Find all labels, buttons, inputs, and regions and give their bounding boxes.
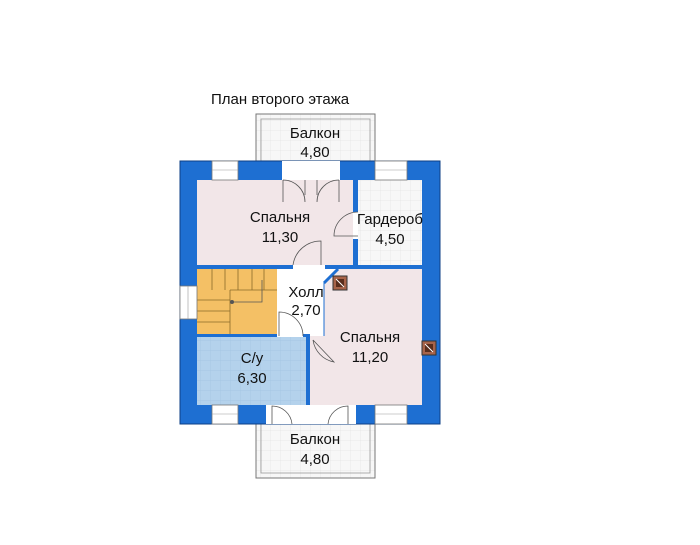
bedroom-door-bottom-swing (327, 405, 349, 425)
bedroom-right-door-swing (312, 339, 336, 363)
hall-area: 2,70 (291, 302, 320, 319)
hall-name: Холл (288, 284, 323, 301)
balcony-door-top (282, 161, 340, 180)
wardrobe-door-gap (353, 212, 358, 239)
bathroom-door-bottom-swing (271, 405, 293, 425)
wardrobe-door-swing (333, 211, 359, 237)
hall-diagonal-wall (322, 267, 340, 285)
stair-treads (197, 269, 277, 334)
balcony-bottom-area: 4,80 (300, 451, 329, 468)
bathroom-name: С/у (241, 350, 264, 367)
wardrobe-name: Гардероб (357, 211, 423, 228)
wardrobe-room (358, 180, 422, 265)
balcony-door-top-swing (282, 179, 340, 203)
chimney-icon (332, 275, 348, 291)
balcony-bottom-name: Балкон (290, 431, 340, 448)
chimney-icon (421, 340, 437, 356)
bedroom-right-area: 11,20 (352, 349, 388, 366)
bedroom-right-room (310, 269, 422, 405)
balcony-bottom (255, 422, 376, 479)
bedroom-right-name: Спальня (340, 329, 400, 346)
windows (179, 160, 408, 425)
bedroom-top-name: Спальня (250, 209, 310, 226)
bedroom-top-door-gap (293, 265, 325, 269)
bedroom-top-door-swing (292, 240, 322, 266)
wardrobe-area: 4,50 (375, 231, 404, 248)
stairs (197, 269, 277, 334)
bedroom-top-room (197, 180, 353, 265)
bathroom-area: 6,30 (237, 370, 266, 387)
balcony-door-bottom (266, 405, 356, 424)
bathroom-room (197, 337, 306, 405)
plan-title: План второго этажа (211, 91, 350, 108)
balcony-top-name: Балкон (290, 125, 340, 142)
bedroom-top-area: 11,30 (262, 229, 298, 246)
bathroom-door-gap (277, 334, 303, 337)
balcony-top (255, 113, 376, 164)
balcony-top-area: 4,80 (300, 144, 329, 161)
window-glazing (187, 169, 407, 415)
bathroom-door-swing (278, 311, 304, 337)
